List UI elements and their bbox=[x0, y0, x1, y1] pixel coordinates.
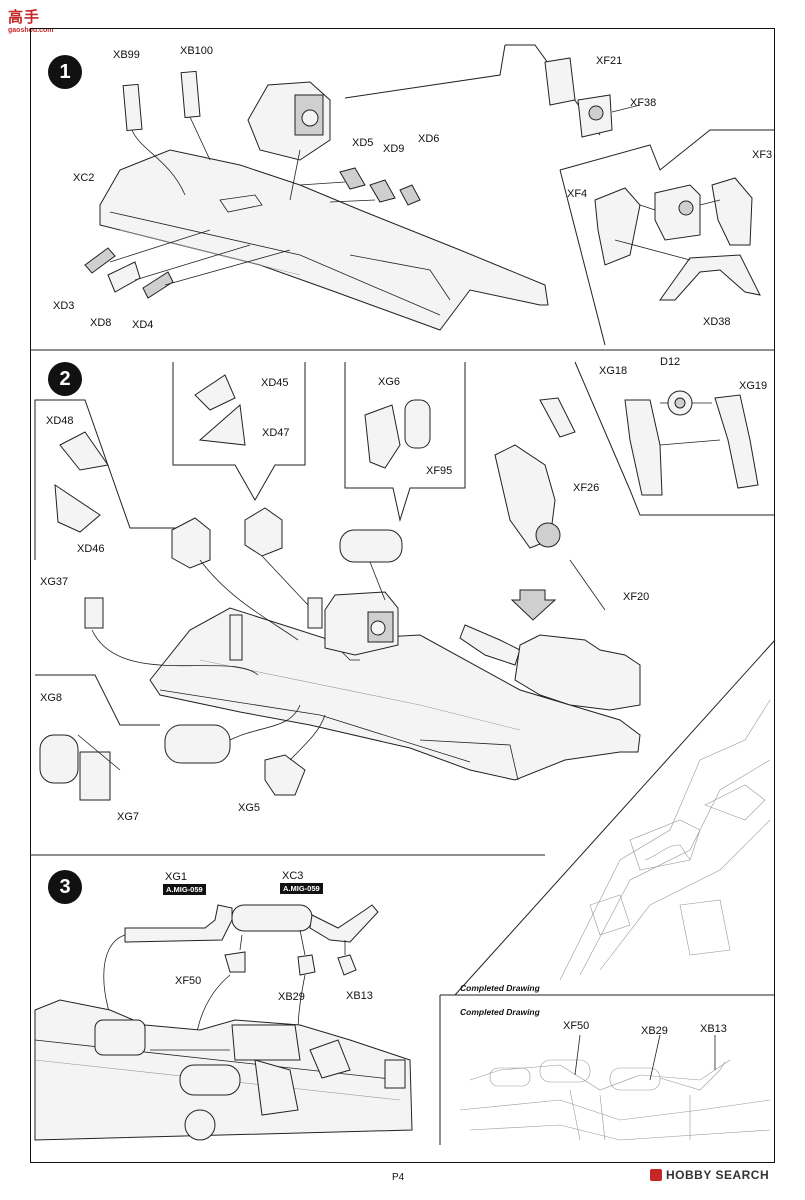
part-label: XF3 bbox=[752, 149, 773, 161]
part-label: XB13 bbox=[346, 990, 373, 1002]
part-label: XD6 bbox=[418, 133, 440, 145]
step3-exhaust-parts bbox=[103, 904, 379, 1086]
part-label: XB29 bbox=[278, 991, 305, 1003]
step2-small-parts bbox=[35, 507, 403, 801]
part-label: XF20 bbox=[623, 591, 650, 603]
instruction-frame bbox=[30, 28, 775, 1163]
part-label: XD9 bbox=[383, 143, 405, 155]
part-label: XC2 bbox=[73, 172, 95, 184]
part-label: XD8 bbox=[90, 317, 112, 329]
page-number: P4 bbox=[392, 1172, 405, 1183]
part-label: XF95 bbox=[426, 465, 453, 477]
part-label: XF38 bbox=[630, 97, 657, 109]
part-label: XB13 bbox=[700, 1023, 727, 1035]
part-label: XD46 bbox=[77, 543, 105, 555]
part-label: XC3 bbox=[282, 870, 304, 882]
completed-drawing-caption: Completed Drawing bbox=[460, 1007, 540, 1017]
paint-code-tag: A.MIG-059 bbox=[280, 883, 323, 894]
part-label: XD45 bbox=[261, 377, 289, 389]
part-label: XB100 bbox=[180, 45, 214, 57]
paint-code-tag: A.MIG-059 bbox=[163, 884, 206, 895]
step1-inset bbox=[344, 44, 775, 346]
part-label: XD4 bbox=[132, 319, 154, 331]
footer-brand: HOBBY SEARCH bbox=[650, 1168, 769, 1182]
footer-brand-text: HOBBY SEARCH bbox=[666, 1168, 770, 1182]
part-label: XG5 bbox=[238, 802, 261, 814]
step2-chassis bbox=[149, 597, 641, 781]
part-label: XB99 bbox=[113, 49, 140, 61]
part-label: XF50 bbox=[175, 975, 202, 987]
step1-chassis bbox=[99, 149, 549, 331]
step1-engine-block bbox=[247, 81, 331, 161]
step-number-3: 3 bbox=[48, 870, 82, 904]
part-label: XG1 bbox=[165, 871, 188, 883]
part-label: XG37 bbox=[40, 576, 69, 588]
watermark-text: 高手 bbox=[8, 9, 41, 26]
step-number-2: 2 bbox=[48, 362, 82, 396]
part-label: XD38 bbox=[703, 316, 731, 328]
completed-drawing-panels bbox=[439, 639, 776, 1145]
step3-chassis bbox=[34, 999, 413, 1141]
step2-engine-assembly bbox=[324, 397, 641, 711]
step-number-1: 1 bbox=[48, 55, 82, 89]
part-label: XD48 bbox=[46, 415, 74, 427]
part-label: XF26 bbox=[573, 482, 600, 494]
part-label: XF50 bbox=[563, 1020, 590, 1032]
part-label: XG7 bbox=[117, 811, 140, 823]
step2-insets bbox=[34, 361, 775, 560]
part-label: XF21 bbox=[596, 55, 623, 67]
part-label: XB29 bbox=[641, 1025, 668, 1037]
completed-drawing-caption: Completed Drawing bbox=[460, 983, 540, 993]
step1-small-parts bbox=[84, 70, 421, 299]
part-label: XG8 bbox=[40, 692, 63, 704]
part-label: XG18 bbox=[599, 365, 628, 377]
part-label: XG6 bbox=[378, 376, 401, 388]
part-label: XD3 bbox=[53, 300, 75, 312]
part-label: D12 bbox=[660, 356, 681, 368]
part-label: XG19 bbox=[739, 380, 768, 392]
part-label: XD47 bbox=[262, 427, 290, 439]
part-label: XF4 bbox=[567, 188, 588, 200]
brand-logo-icon bbox=[650, 1169, 662, 1181]
part-label: XD5 bbox=[352, 137, 374, 149]
